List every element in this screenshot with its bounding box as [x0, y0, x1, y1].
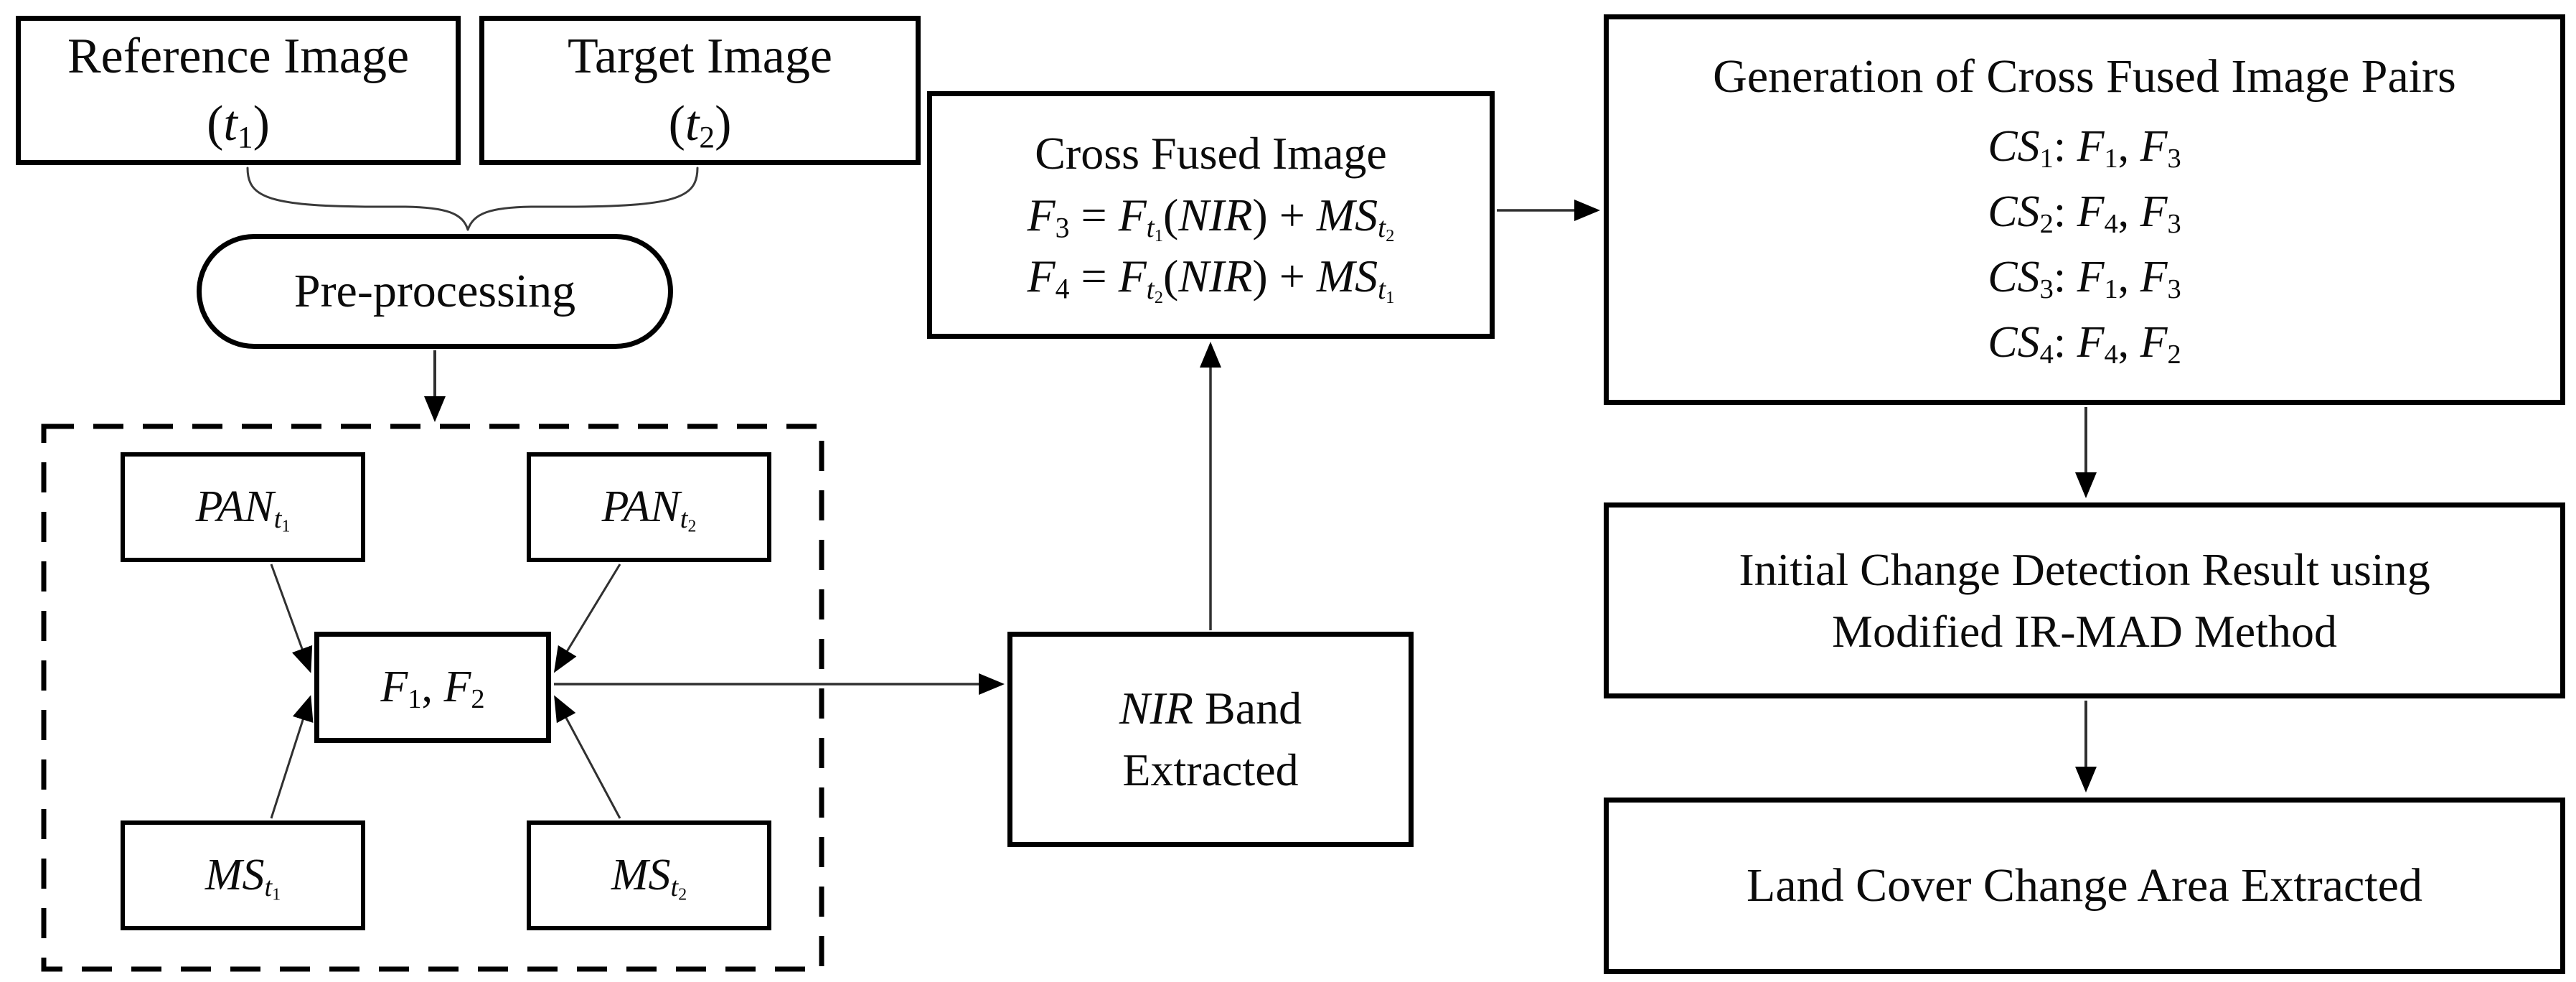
initial-change-detection-box: Initial Change Detection Result using Mo… [1604, 502, 2565, 698]
brace-right [466, 167, 699, 231]
ms-t1-box: MSt1 [121, 820, 365, 930]
pan-t2-label: PANt2 [601, 482, 697, 536]
f1-f2-box: F1, F2 [314, 632, 551, 743]
land-cover-label: Land Cover Change Area Extracted [1747, 859, 2422, 912]
preprocessing-label: Pre-processing [293, 264, 576, 317]
pair-cs4: CS4: F4, F2 [1988, 318, 2181, 370]
f1-f2-label: F1, F2 [380, 662, 485, 715]
ms-t2-label: MSt2 [611, 850, 687, 904]
nir-band-line1: NIR Band [1119, 683, 1302, 734]
pair-cs1: CS1: F1, F3 [1988, 121, 2181, 174]
brace-left [246, 167, 469, 231]
initial-change-line2: Modified IR-MAD Method [1832, 605, 2337, 657]
fusion-group-dashed-border [41, 424, 824, 972]
line-pan-t1-to-f1f2 [270, 564, 313, 673]
ms-t1-label: MSt1 [205, 850, 281, 904]
target-image-time: (t2) [668, 96, 732, 155]
initial-change-line1: Initial Change Detection Result using [1739, 543, 2430, 595]
line-ms-t1-to-f1f2 [270, 695, 314, 819]
reference-image-box: Reference Image (t1) [16, 16, 461, 165]
target-image-box: Target Image (t2) [479, 16, 921, 165]
ms-t2-box: MSt2 [527, 820, 771, 930]
generation-pairs-box: Generation of Cross Fused Image Pairs CS… [1604, 14, 2565, 405]
target-image-label: Target Image [568, 29, 832, 85]
generation-title: Generation of Cross Fused Image Pairs [1713, 50, 2456, 103]
reference-image-label: Reference Image [67, 29, 410, 85]
land-cover-result-box: Land Cover Change Area Extracted [1604, 798, 2565, 974]
nir-band-line2: Extracted [1122, 744, 1299, 795]
pan-t1-label: PANt1 [195, 482, 291, 536]
preprocessing-node: Pre-processing [197, 234, 673, 349]
line-ms-t2-to-f1f2 [554, 695, 621, 819]
cross-fused-eq-f4: F4 = Ft2(NIR) + MSt1 [1027, 251, 1395, 307]
cross-fused-eq-f3: F3 = Ft1(NIR) + MSt2 [1027, 189, 1395, 246]
pair-cs3: CS3: F1, F3 [1988, 253, 2181, 305]
line-pan-t2-to-f1f2 [553, 564, 621, 673]
reference-image-time: (t1) [207, 96, 270, 155]
pan-t2-box: PANt2 [527, 452, 771, 562]
pair-cs2: CS2: F4, F3 [1988, 187, 2181, 240]
nir-band-extracted-box: NIR Band Extracted [1007, 632, 1414, 847]
cross-fused-image-box: Cross Fused Image F3 = Ft1(NIR) + MSt2 F… [927, 91, 1495, 339]
pan-t1-box: PANt1 [121, 452, 365, 562]
cross-fused-title: Cross Fused Image [1035, 127, 1387, 179]
